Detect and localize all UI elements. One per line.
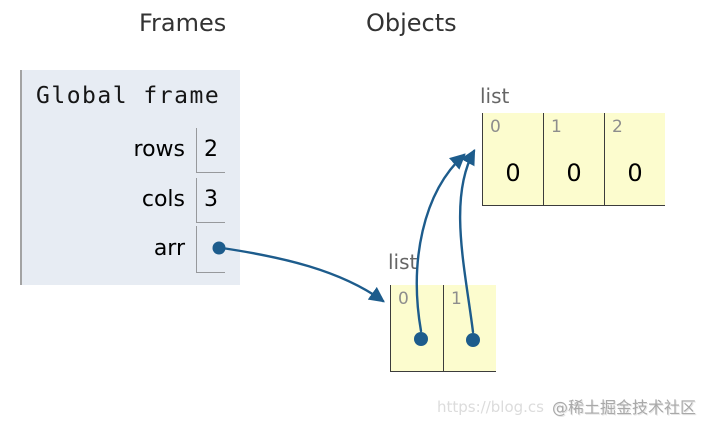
variable-value: 2 [204, 137, 218, 162]
list-cell: 2 0 [604, 113, 665, 206]
watermark-url-text: https://blog.cs [437, 398, 544, 416]
global-frame: Global frame rows 2 cols 3 arr [20, 70, 240, 285]
frames-heading: Frames [139, 9, 227, 37]
variable-name: arr [153, 236, 185, 261]
list-cell: 1 0 [543, 113, 604, 206]
watermark-community-text: @稀土掘金技术社区 [552, 398, 697, 417]
variable-row-cols: cols 3 [22, 178, 240, 223]
list-cell-pointer: 1 [443, 285, 496, 372]
list-cell: 0 0 [482, 113, 543, 206]
variable-value: 3 [204, 187, 218, 212]
arrow-arr-to-outer-list [220, 246, 385, 303]
outer-list-type-label: list [388, 250, 418, 274]
cell-value: 0 [505, 159, 521, 187]
variable-name: rows [133, 137, 185, 162]
objects-heading: Objects [366, 9, 457, 37]
cell-value: 0 [627, 159, 643, 187]
cell-index: 1 [451, 289, 462, 309]
variable-value-cell: 3 [196, 178, 225, 223]
cell-value: 0 [566, 159, 582, 187]
cell-index: 2 [612, 117, 623, 137]
inner-list-type-label: list [480, 84, 510, 108]
variable-value-cell-pointer [196, 226, 225, 273]
variable-row-rows: rows 2 [22, 128, 240, 173]
inner-list: 0 0 1 0 2 0 [482, 113, 665, 206]
variable-value-cell: 2 [196, 128, 225, 173]
variable-row-arr: arr [22, 226, 240, 273]
list-cell-pointer: 0 [390, 285, 443, 372]
outer-list: 0 1 [390, 285, 496, 372]
variable-name: cols [141, 187, 185, 212]
frame-title: Global frame [36, 83, 221, 109]
cell-index: 0 [490, 117, 501, 137]
cell-index: 0 [398, 289, 409, 309]
cell-index: 1 [551, 117, 562, 137]
